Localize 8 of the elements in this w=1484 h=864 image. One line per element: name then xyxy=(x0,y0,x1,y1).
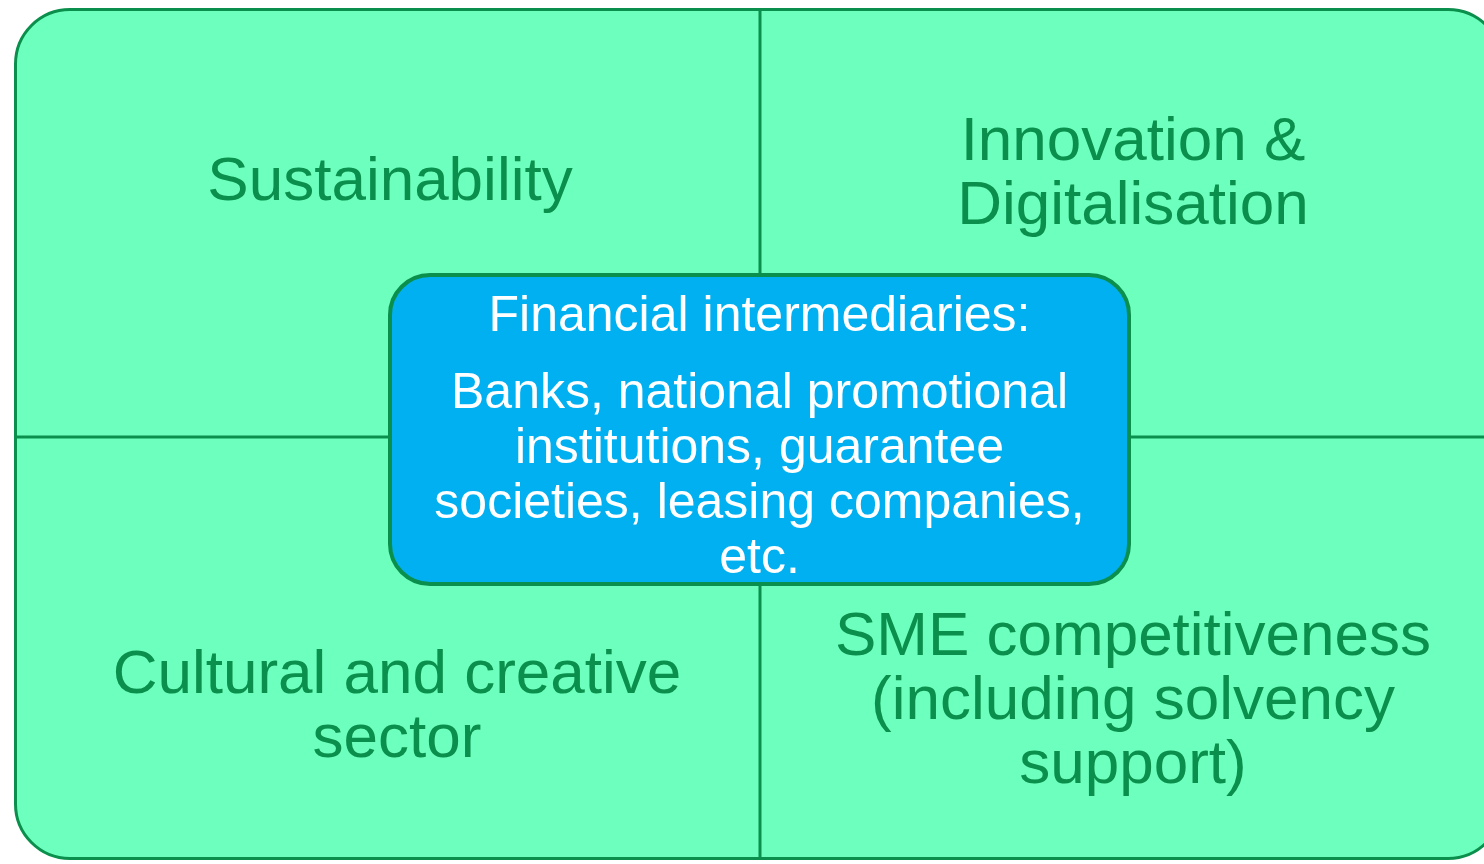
quadrant-title: Sustainability xyxy=(206,147,574,211)
rounded-panel xyxy=(14,8,1484,860)
box-heading: Financial intermediaries: xyxy=(487,287,1032,342)
center-box xyxy=(388,273,1131,586)
quadrant-title: Cultural and creative sector xyxy=(111,640,683,768)
quadrant-title: SME competitiveness (including solvency support) xyxy=(833,602,1433,794)
box-text: Banks, national promotional institutions, guarantee societies, leasing companies, etc. xyxy=(433,364,1086,584)
quadrant-title: Innovation & Digitalisation xyxy=(956,107,1310,235)
